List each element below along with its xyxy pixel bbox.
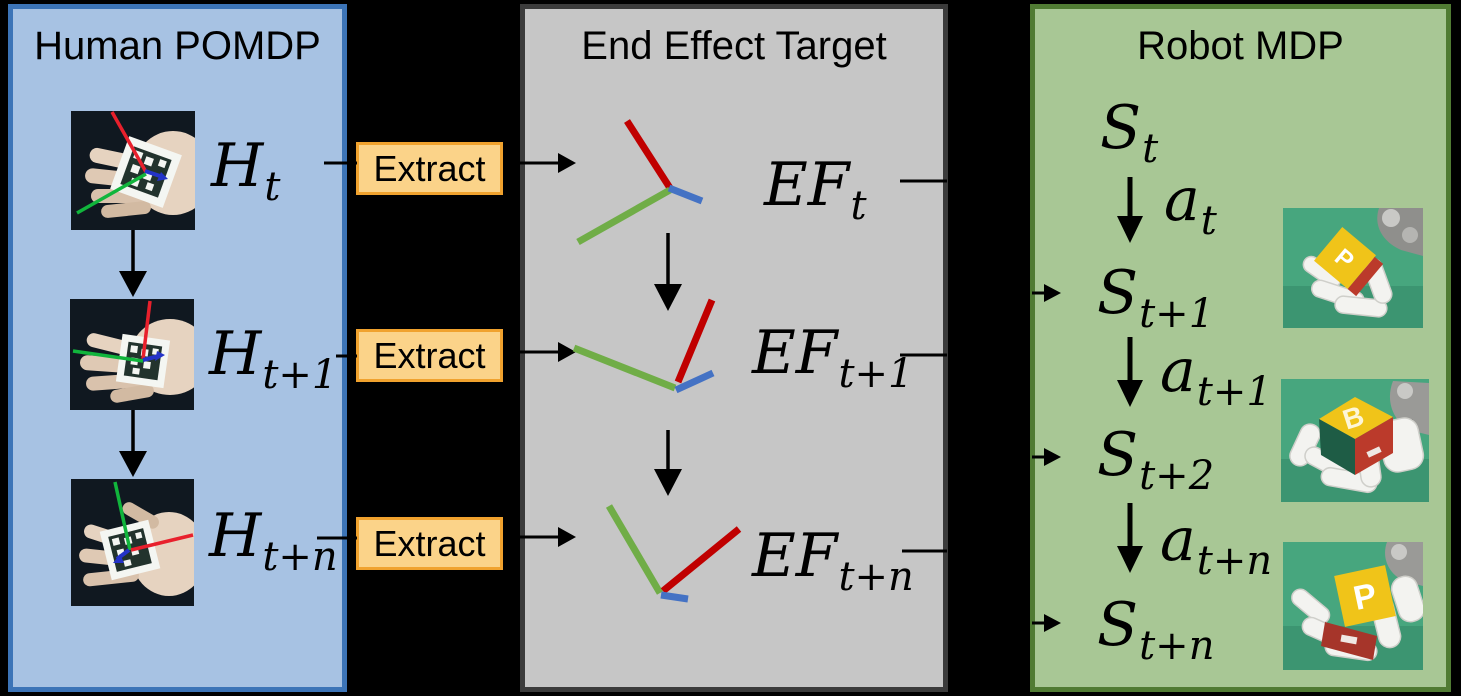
state-label-h-t: Ht [211,131,281,210]
end-effect-target-title: End Effect Target [581,24,887,68]
z-axis-arrowhead [113,554,124,563]
state-label-ef-tn: EFt+n [752,521,914,600]
state-label-h-tn: Ht+n [209,501,338,580]
letter-cube: P [1334,565,1396,627]
extract-label: Extract [373,147,486,189]
state-label-ef-t1: EFt+1 [752,318,914,397]
state-label-s-t2: St+2 [1097,420,1215,499]
robot-state-image-tn: P [1283,542,1423,670]
cube-side-mark [1366,446,1382,458]
hand-marker-photo-t1 [70,299,194,410]
human-pomdp-title: Human POMDP [34,24,321,68]
x-axis-red-icon [130,533,194,552]
x-axis-red-icon [110,111,148,173]
hand-marker-photo-tn [71,479,194,606]
robot-state-image-t2: B [1281,379,1429,502]
z-axis-arrowhead [155,351,165,361]
action-label-a-t: at [1164,165,1217,244]
extract-label: Extract [373,334,486,376]
extract-label: Extract [373,522,486,564]
extract-box-2: Extract [356,329,503,382]
letter-cube: B [1319,397,1393,475]
y-axis-green-icon [76,172,147,215]
state-label-s-t: St [1100,93,1159,172]
robot-state-image-t1: P [1283,208,1423,328]
robot-arm-shape [1377,208,1423,256]
state-label-s-t1: St+1 [1097,258,1215,337]
hand-marker-photo-t [71,111,195,230]
robot-mdp-title: Robot MDP [1137,24,1344,68]
letter-cube: P [1314,227,1384,297]
action-label-a-tn: at+n [1160,505,1273,584]
extract-box-3: Extract [356,517,503,570]
y-axis-green-icon [72,349,144,363]
cube-side-mark [1340,634,1358,645]
action-label-a-t1: at+1 [1160,336,1272,415]
state-label-h-t1: Ht+1 [209,319,338,398]
extract-box-1: Extract [356,142,503,195]
state-label-ef-t: EFt [764,150,867,229]
z-axis-arrowhead [157,172,168,181]
y-axis-green-icon [113,481,132,551]
x-axis-red-icon [141,300,152,360]
robot-arm-shape [1385,542,1423,586]
state-label-s-tn: St+n [1097,590,1215,669]
